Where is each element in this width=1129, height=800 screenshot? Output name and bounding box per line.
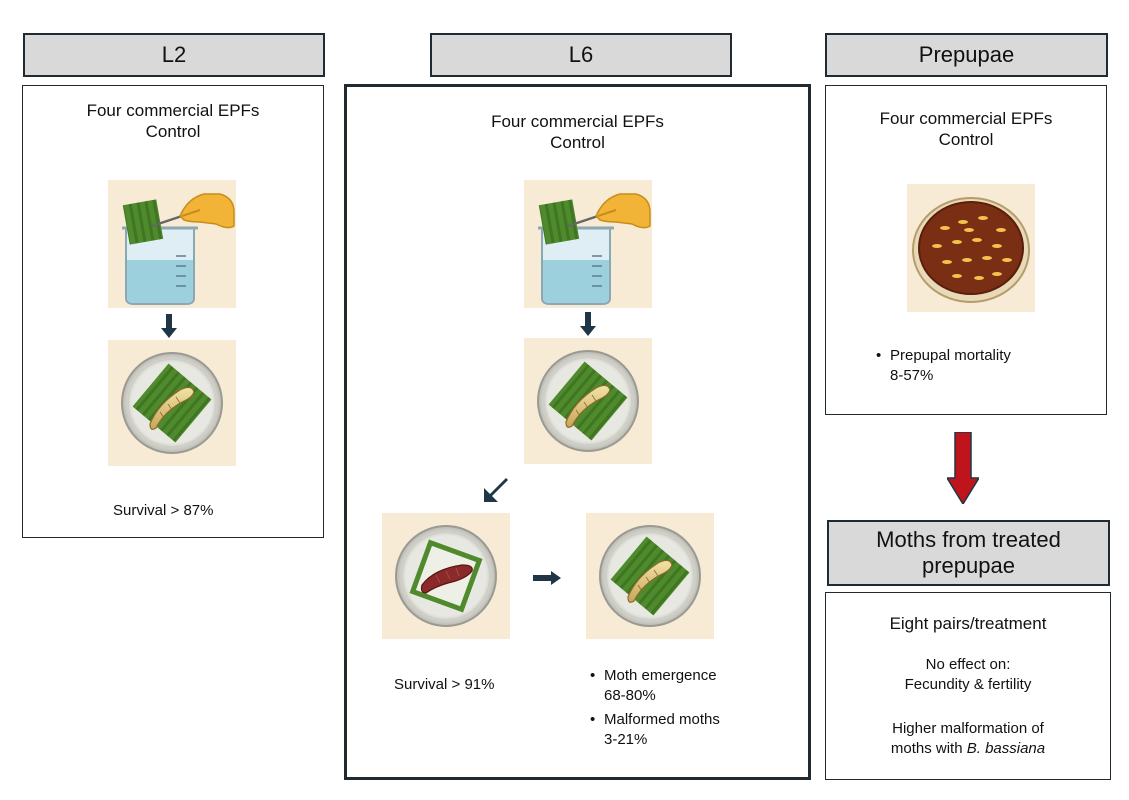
l6-down-arrow bbox=[580, 312, 596, 336]
red-down-arrow bbox=[947, 432, 979, 504]
l6-result-survival: Survival > 91% bbox=[394, 676, 495, 693]
l6-emergence-label: Moth emergence bbox=[604, 667, 717, 684]
prepupae-result-value: 8-57% bbox=[890, 367, 934, 384]
leaf-dish-larva-icon bbox=[108, 340, 236, 466]
l2-treatment-1: Four commercial EPFs bbox=[86, 101, 260, 120]
moths-header: Moths from treated prepupae bbox=[827, 520, 1110, 586]
l6-header-label: L6 bbox=[568, 42, 594, 67]
moths-higher-line2: moths with B. bassiana bbox=[826, 739, 1110, 759]
l6-treatments: Four commercial EPFs Control bbox=[347, 111, 808, 153]
moths-no-effect-line2: Fecundity & fertility bbox=[904, 676, 1032, 693]
bullet: • bbox=[876, 347, 882, 364]
l6-diagonal-arrow bbox=[482, 476, 510, 504]
l2-down-arrow bbox=[161, 314, 177, 338]
prepupae-treatment-1: Four commercial EPFs bbox=[879, 109, 1053, 128]
l6-result-emergence: • Moth emergence 68-80% bbox=[590, 666, 717, 706]
prepupae-treatment-2: Control bbox=[938, 130, 994, 149]
l6-emergence-value: 68-80% bbox=[604, 687, 656, 704]
leaf-dish-pupa-icon bbox=[382, 513, 510, 639]
l6-result-malformed: • Malformed moths 3-21% bbox=[590, 710, 720, 750]
moths-pairs: Eight pairs/treatment bbox=[889, 614, 1047, 633]
l6-right-arrow bbox=[533, 571, 561, 585]
prepupae-treatments: Four commercial EPFs Control bbox=[826, 108, 1106, 150]
l6-malformed-value: 3-21% bbox=[604, 731, 648, 748]
l2-header-label: L2 bbox=[161, 42, 187, 67]
l2-treatment-2: Control bbox=[145, 122, 201, 141]
moths-no-effect: No effect on: Fecundity & fertility bbox=[826, 655, 1110, 695]
moths-no-effect-line1: No effect on: bbox=[925, 656, 1011, 673]
l6-treatment-2: Control bbox=[550, 133, 605, 152]
l2-header: L2 bbox=[23, 33, 325, 77]
prepupae-header: Prepupae bbox=[825, 33, 1108, 77]
moths-header-line2: prepupae bbox=[922, 553, 1015, 578]
l2-result: Survival > 87% bbox=[113, 502, 214, 519]
bullet: • bbox=[590, 667, 596, 684]
bullet: • bbox=[590, 711, 596, 728]
l6-header: L6 bbox=[430, 33, 732, 77]
moths-panel: Eight pairs/treatment No effect on: Fecu… bbox=[825, 592, 1111, 780]
moths-higher-prefix: moths with bbox=[890, 740, 967, 757]
beaker-dip-icon bbox=[108, 180, 236, 308]
l6-malformed-label: Malformed moths bbox=[604, 711, 720, 728]
beaker-dip-icon bbox=[524, 180, 652, 308]
leaf-dish-larva-icon bbox=[586, 513, 714, 639]
l2-panel: Four commercial EPFs Control bbox=[22, 85, 324, 538]
moths-higher-species: B. bassiana bbox=[966, 740, 1046, 757]
prepupae-result-label: Prepupal mortality bbox=[890, 347, 1011, 364]
petri-dish-prepupae-icon bbox=[907, 184, 1035, 312]
prepupae-header-label: Prepupae bbox=[918, 42, 1015, 67]
moths-higher-malformation: Higher malformation of moths with B. bas… bbox=[826, 719, 1110, 759]
moths-header-line1: Moths from treated bbox=[876, 527, 1061, 552]
l2-treatments: Four commercial EPFs Control bbox=[23, 100, 323, 142]
moths-higher-line1: Higher malformation of bbox=[892, 720, 1044, 737]
l6-treatment-1: Four commercial EPFs bbox=[491, 112, 664, 131]
leaf-dish-larva-icon bbox=[524, 338, 652, 464]
prepupae-result: • Prepupal mortality 8-57% bbox=[876, 346, 1011, 386]
